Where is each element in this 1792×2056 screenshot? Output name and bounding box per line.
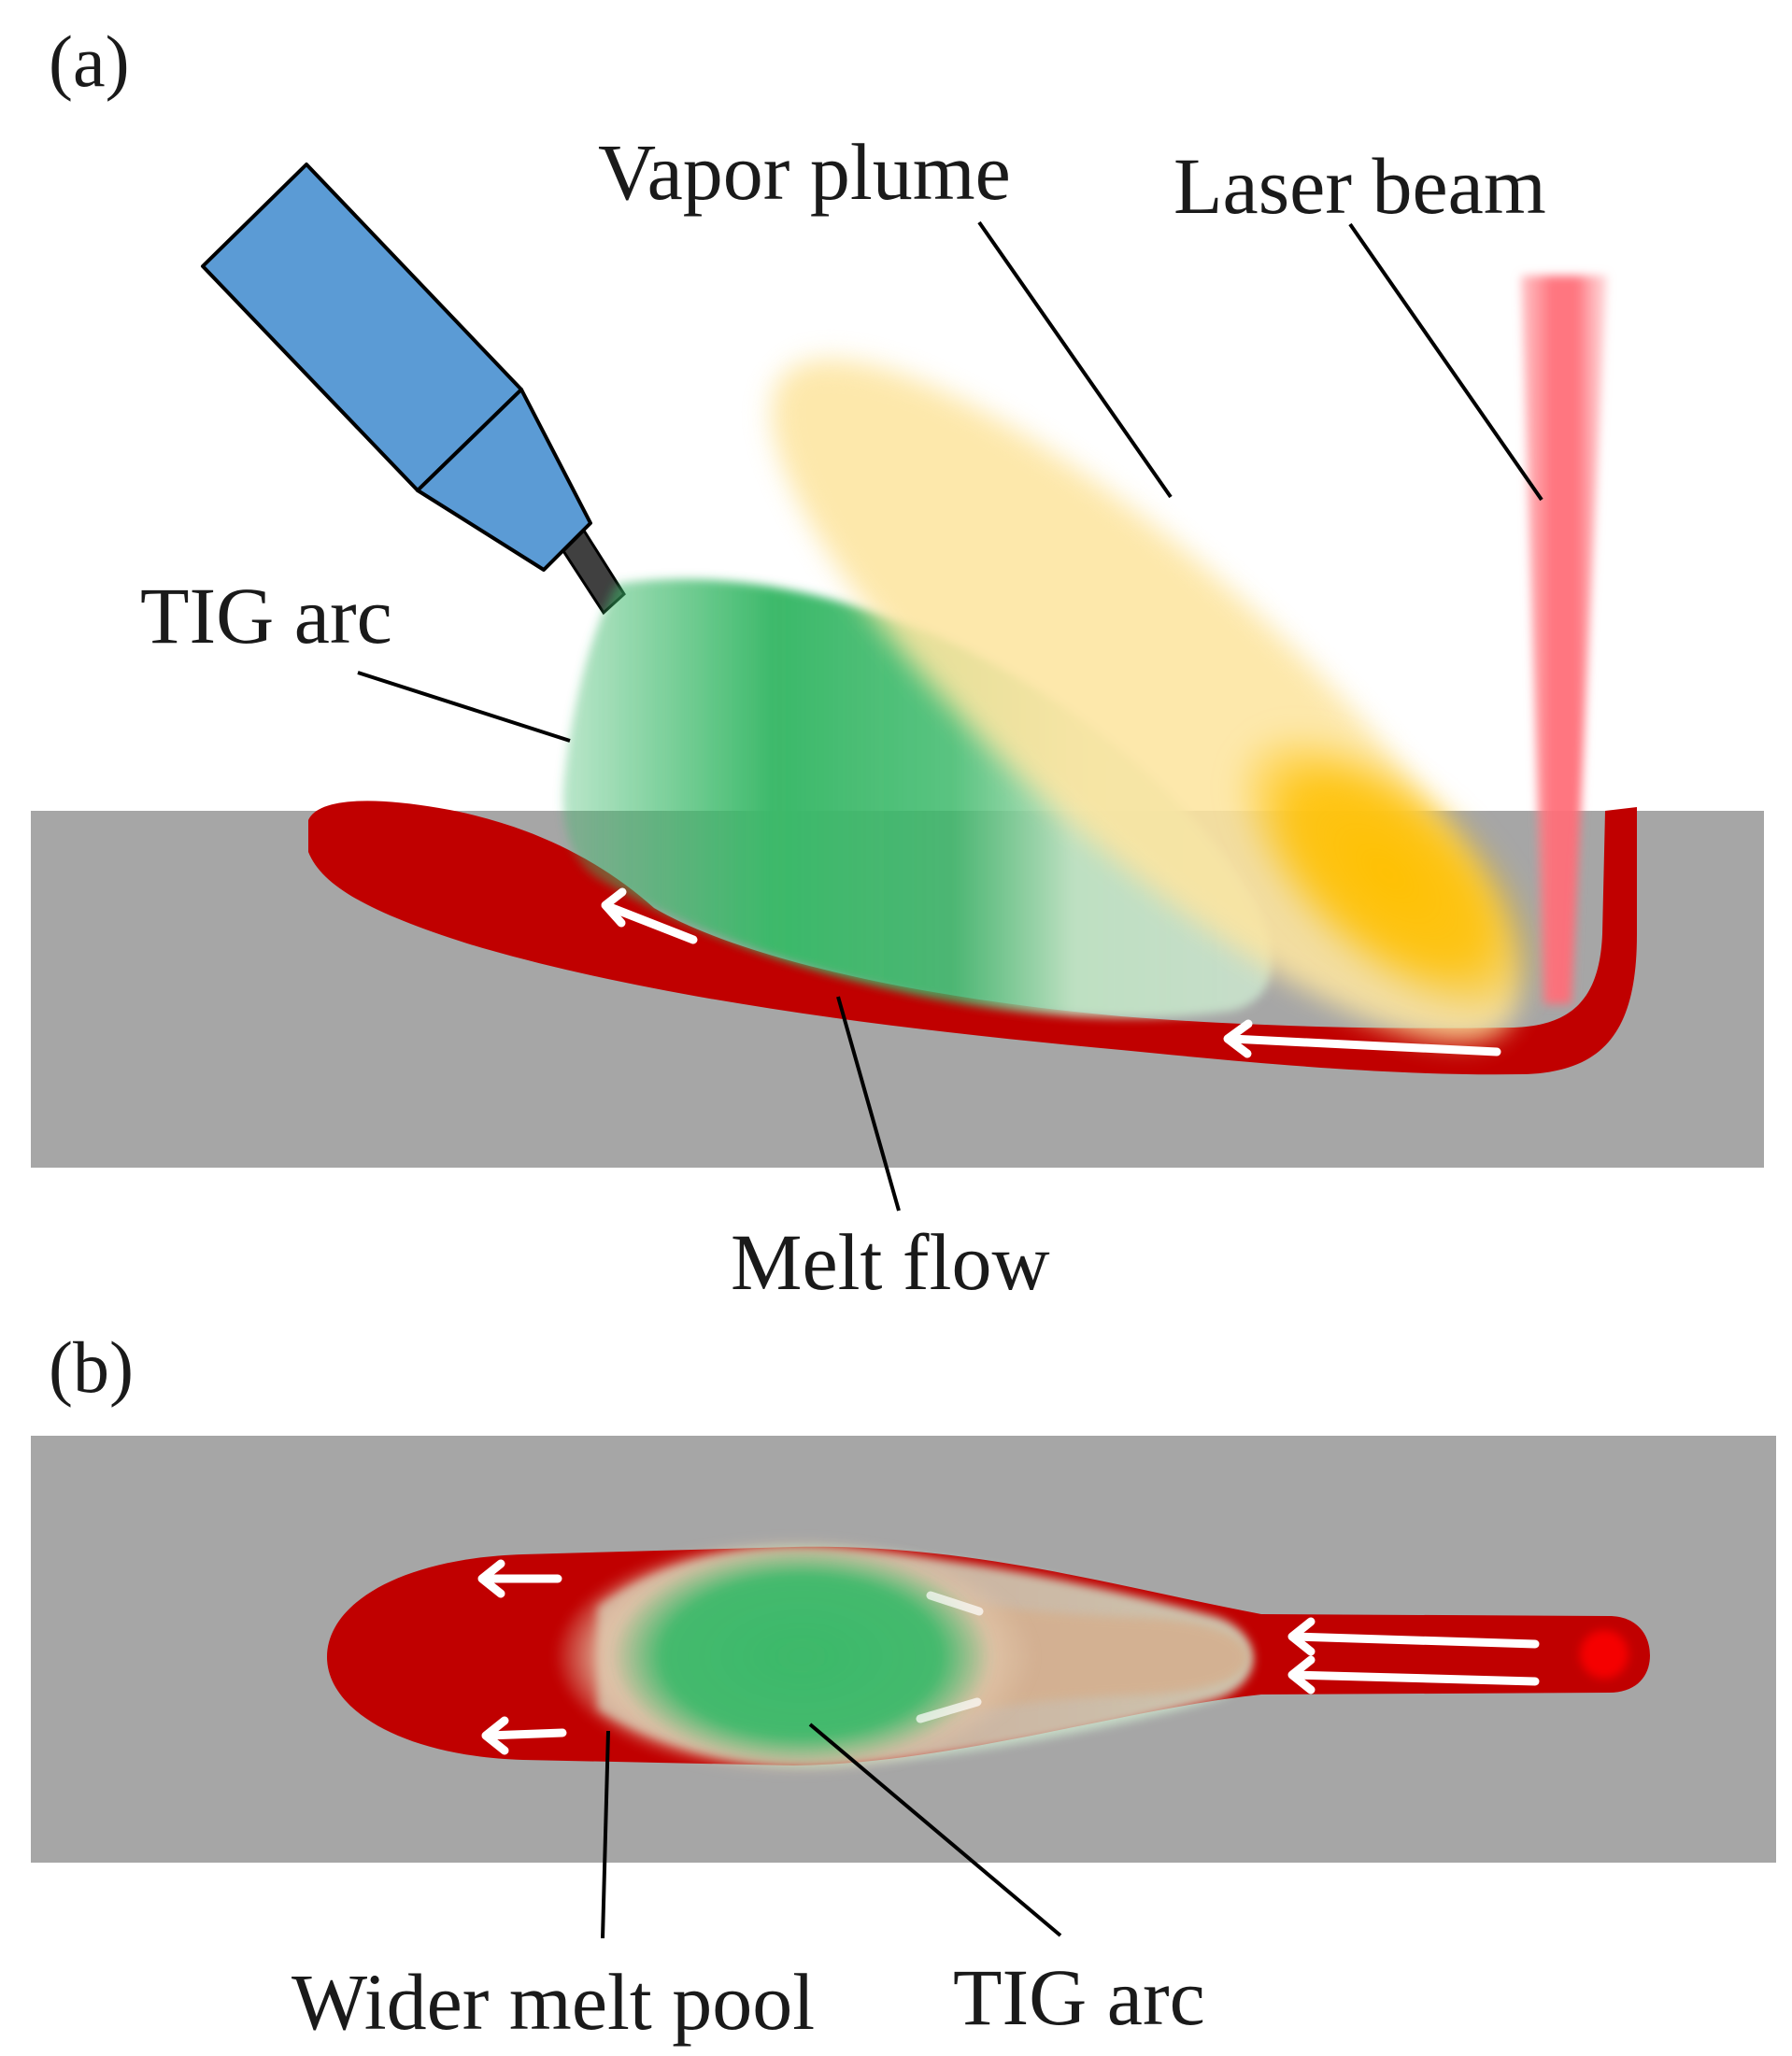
arc-plasma <box>562 578 1273 1018</box>
flow-arrow-short <box>603 901 698 944</box>
label-melt-flow: Melt flow <box>731 1217 1050 1307</box>
melt-flow-arrows-b <box>477 1559 1540 1755</box>
torch-nozzle <box>416 388 592 572</box>
label-wider-melt-pool: Wider melt pool <box>292 1957 815 2047</box>
flow-arrow-right-lower-head <box>1287 1655 1316 1694</box>
tig-arc-b <box>553 1537 1254 1776</box>
leader-laser-beam <box>1348 222 1543 502</box>
flow-arrow-right-upper-head <box>1287 1617 1316 1656</box>
melt-pool-cross-section <box>308 801 1637 1075</box>
panel-a-tag: (a) <box>49 21 130 102</box>
panel-b: (b) Wider m <box>31 1326 1776 2047</box>
vapor-plume <box>771 359 1543 1042</box>
leader-wider-melt-pool <box>601 1730 610 1939</box>
panel-b-tag: (b) <box>49 1326 134 1408</box>
label-vapor-plume: Vapor plume <box>598 127 1011 217</box>
flow-arrow-long <box>1227 1034 1501 1056</box>
arc-core <box>610 1546 993 1766</box>
tig-arc-a <box>562 578 1273 1018</box>
label-tig-arc-a: TIG arc <box>140 571 392 660</box>
leader-tig-arc-a <box>357 671 571 743</box>
label-laser-beam: Laser beam <box>1173 141 1546 231</box>
panel-a: (a) <box>31 21 1764 1307</box>
tig-torch <box>201 163 626 616</box>
flow-arrow-long-head <box>1223 1019 1253 1058</box>
label-tig-arc-b: TIG arc <box>953 1952 1205 2042</box>
leader-vapor-plume <box>977 220 1173 499</box>
flow-arrow-right-lower <box>1289 1670 1540 1686</box>
plume-core <box>1231 727 1543 1020</box>
flow-arrow-left-lower-head <box>481 1716 509 1755</box>
flow-arrow-arc-upper <box>926 1591 984 1616</box>
leader-melt-flow <box>836 996 901 1212</box>
laser-spot <box>1580 1630 1628 1679</box>
flow-arrow-right-upper <box>1289 1632 1540 1649</box>
flow-arrow-short-head <box>601 887 627 928</box>
laser-beam <box>1521 276 1607 1004</box>
leader-tig-arc-b <box>808 1723 1062 1937</box>
flow-arrow-left-lower <box>483 1728 567 1740</box>
flow-arrow-left-upper-head <box>477 1559 505 1598</box>
melt-flow-arrows-a <box>601 887 1501 1058</box>
flow-arrow-arc-lower <box>916 1697 982 1723</box>
